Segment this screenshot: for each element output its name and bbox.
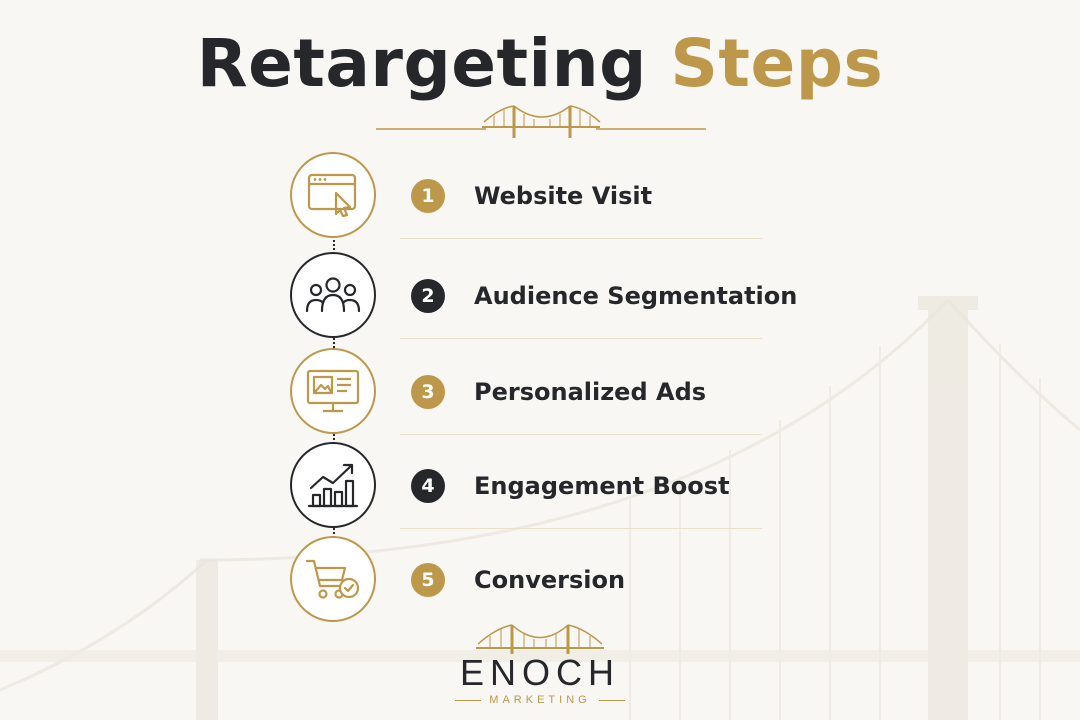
- logo-tagline-row: MARKETING: [0, 694, 1080, 706]
- step-4-icon-circle: [290, 442, 376, 528]
- step-1-number-badge: 1: [411, 179, 445, 213]
- step-3: 3 Personalized Ads: [0, 348, 1080, 440]
- title-part-2: Steps: [670, 25, 884, 102]
- page-title: Retargeting Steps: [0, 22, 1080, 106]
- step-5-label: Conversion: [474, 566, 626, 594]
- step-4: 4 Engagement Boost: [0, 442, 1080, 534]
- step-4-divider: [400, 528, 762, 529]
- step-2-number-badge: 2: [411, 279, 445, 313]
- connector-2-3: [333, 338, 335, 348]
- step-3-label: Personalized Ads: [474, 378, 707, 406]
- title-part-1: Retargeting: [196, 25, 647, 102]
- people-group-icon: [305, 277, 361, 313]
- step-5-number-badge: 5: [411, 563, 445, 597]
- step-3-divider: [400, 434, 762, 435]
- step-1-icon-circle: [290, 152, 376, 238]
- step-4-number-badge: 4: [411, 469, 445, 503]
- step-1-divider: [400, 238, 762, 239]
- step-1-label: Website Visit: [474, 182, 653, 210]
- step-2-label: Audience Segmentation: [474, 282, 798, 310]
- browser-cursor-icon: [307, 173, 357, 218]
- connector-3-4: [333, 434, 335, 444]
- step-3-icon-circle: [290, 348, 376, 434]
- step-5: 5 Conversion: [0, 536, 1080, 628]
- step-3-number-badge: 3: [411, 375, 445, 409]
- logo-wordmark: ENOCH: [459, 652, 620, 693]
- enoch-logo-bridge-icon: [476, 624, 604, 654]
- cart-check-icon: [305, 559, 360, 599]
- connector-1-2: [333, 240, 335, 250]
- step-4-label: Engagement Boost: [474, 472, 730, 500]
- connector-4-5: [333, 528, 335, 538]
- growth-chart-icon: [307, 463, 359, 508]
- logo-tagline-line-left: [455, 699, 482, 701]
- logo-tagline-line-right: [598, 699, 625, 701]
- logo-tagline: MARKETING: [489, 694, 591, 706]
- step-1: 1 Website Visit: [0, 152, 1080, 244]
- bridge-divider-icon: [376, 105, 706, 138]
- step-2-divider: [400, 338, 762, 339]
- monitor-ad-icon: [306, 369, 360, 413]
- step-2: 2 Audience Segmentation: [0, 252, 1080, 344]
- step-5-icon-circle: [290, 536, 376, 622]
- step-2-icon-circle: [290, 252, 376, 338]
